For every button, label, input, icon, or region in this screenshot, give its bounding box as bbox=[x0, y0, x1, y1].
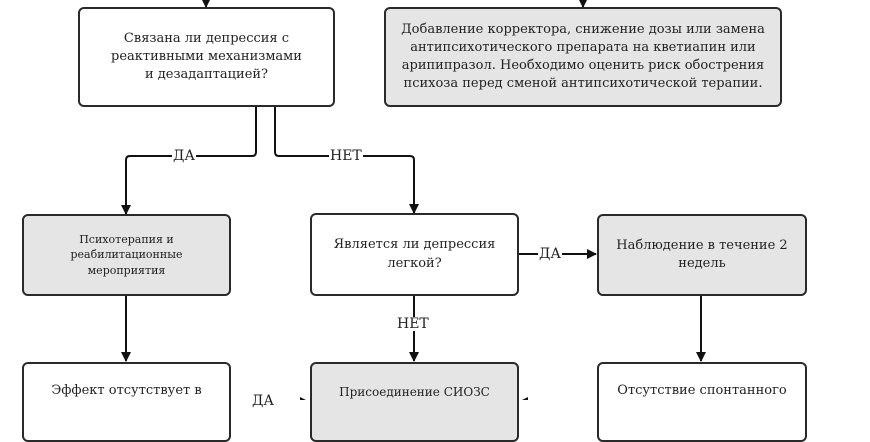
node-no-effect-text: Эффект отсутствует в bbox=[51, 383, 202, 398]
node-no-spontaneous: Отсутствие спонтанного bbox=[597, 362, 807, 442]
node-psychotherapy: Психотерапия и реабилитационные мероприя… bbox=[22, 214, 231, 296]
edge-label-reactive-yes: ДА bbox=[172, 148, 196, 164]
node-no-effect: Эффект отсутствует в bbox=[22, 362, 231, 442]
edge-label-mild-no: НЕТ bbox=[396, 316, 430, 332]
edge-label-no-effect-yes: ДА bbox=[251, 393, 275, 409]
node-no-spontaneous-text: Отсутствие спонтанного bbox=[617, 383, 787, 398]
node-psychotherapy-text: Психотерапия и реабилитационные мероприя… bbox=[70, 232, 183, 277]
node-mild-question: Является ли депрессия легкой? bbox=[310, 213, 519, 296]
node-observation: Наблюдение в течение 2 недель bbox=[597, 214, 807, 296]
edge-label-mild-yes: ДА bbox=[538, 246, 562, 262]
node-correction-text: Добавление корректора, снижение дозы или… bbox=[401, 21, 765, 92]
node-mild-question-text: Является ли депрессия легкой? bbox=[333, 237, 496, 271]
node-ssri: Присоединение СИОЗС bbox=[310, 362, 519, 442]
node-reactive-question: Связана ли депрессия с реактивными механ… bbox=[78, 7, 335, 107]
edge-label-reactive-no: НЕТ bbox=[329, 148, 363, 164]
node-reactive-question-text: Связана ли депрессия с реактивными механ… bbox=[111, 30, 302, 83]
node-correction: Добавление корректора, снижение дозы или… bbox=[384, 7, 782, 107]
node-observation-text: Наблюдение в течение 2 недель bbox=[616, 237, 788, 271]
node-ssri-text: Присоединение СИОЗС bbox=[339, 385, 490, 399]
